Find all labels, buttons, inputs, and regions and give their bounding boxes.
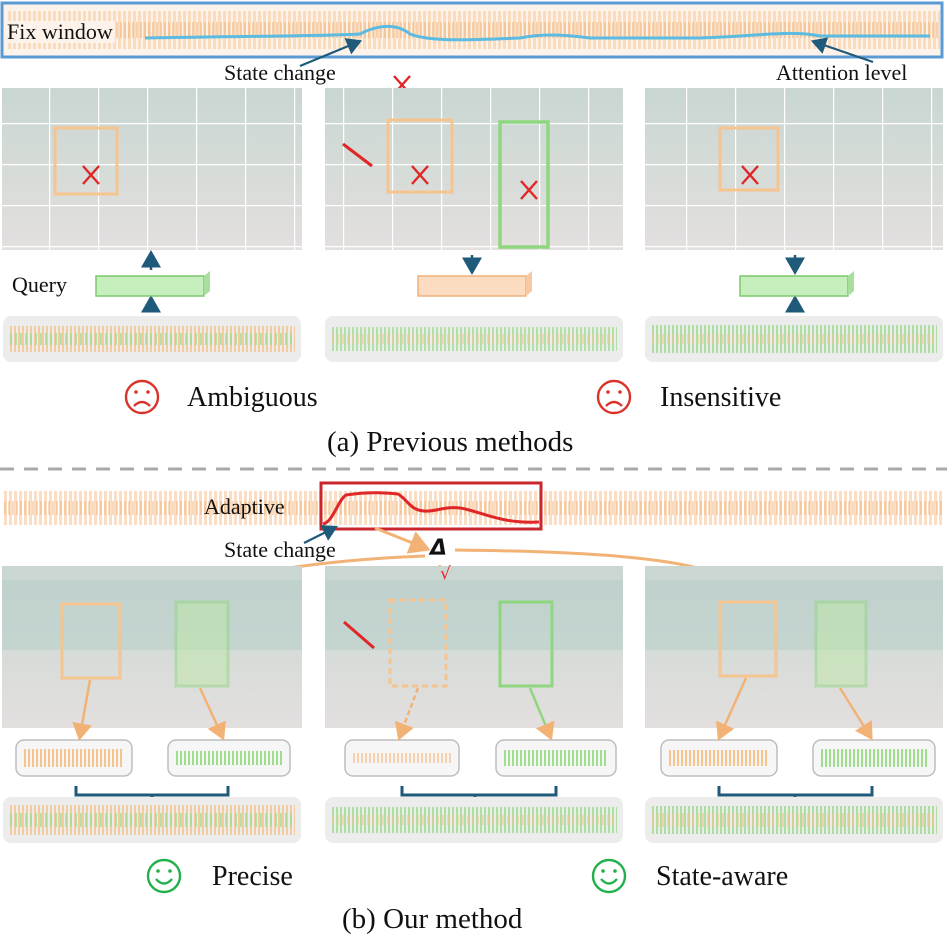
ours-audio-clips	[3, 797, 943, 843]
ours-frame-middle	[325, 566, 623, 728]
state-change-arrow	[303, 525, 338, 544]
state-change-label: State change	[224, 60, 336, 85]
attention-level-label: Attention level	[776, 60, 908, 85]
verdict-ambiguous: Ambiguous	[187, 382, 318, 413]
fix-window-label: Fix window	[5, 19, 115, 44]
prev-frame-left	[2, 88, 302, 250]
green-box	[174, 600, 230, 688]
orange-box	[386, 118, 454, 194]
extraction-arrows	[72, 677, 873, 741]
bow-icon	[342, 142, 373, 168]
state-change-arrow	[299, 38, 363, 68]
orange-box	[60, 602, 122, 680]
cross-mark-icon	[520, 180, 538, 200]
verdict-precise: Precise	[212, 861, 293, 892]
cross-mark-icon	[411, 165, 429, 185]
caption-previous: (a) Previous methods	[327, 426, 574, 458]
cross-mark-icon	[82, 165, 100, 185]
verdict-state-aware: State-aware	[656, 861, 789, 892]
caption-ours: (b) Our method	[342, 903, 523, 935]
green-box	[814, 600, 868, 688]
green-box	[498, 600, 554, 688]
query-label: Query	[12, 272, 67, 297]
orange-box	[53, 126, 119, 196]
sad-face-icon	[596, 379, 632, 415]
attention-line	[144, 25, 930, 42]
mix-connectors	[74, 786, 874, 800]
prev-frame-middle	[325, 88, 623, 250]
prev-frame-right	[645, 88, 943, 250]
cross-mark-icon	[741, 165, 759, 185]
adaptive-attention-line	[322, 491, 540, 526]
ours-frame-right	[645, 566, 943, 728]
adaptive-label: Adaptive	[204, 494, 285, 519]
prev-audio-clips	[3, 316, 943, 362]
delta-arrow	[374, 526, 431, 554]
orange-box	[718, 600, 778, 678]
delta-symbol: Δ	[430, 536, 448, 561]
fix-window-frame	[0, 1, 944, 59]
state-change-label-ours: State change	[224, 537, 336, 562]
check-mark-icon: √	[440, 564, 451, 584]
attention-level-arrow	[810, 37, 874, 64]
top-audio-strip	[0, 1, 944, 59]
happy-face-icon	[591, 858, 627, 894]
query-bars	[95, 250, 854, 313]
orange-box	[718, 126, 780, 192]
adaptive-window-frame	[319, 481, 543, 531]
ours-audio-strip	[4, 481, 944, 531]
orange-box	[388, 598, 448, 688]
bow-icon	[343, 620, 375, 650]
verdict-insensitive: Insensitive	[660, 382, 782, 413]
sad-face-icon	[124, 379, 160, 415]
separated-audio	[15, 739, 936, 777]
green-box	[498, 120, 550, 249]
happy-face-icon	[146, 858, 182, 894]
ours-frame-left	[2, 566, 302, 728]
